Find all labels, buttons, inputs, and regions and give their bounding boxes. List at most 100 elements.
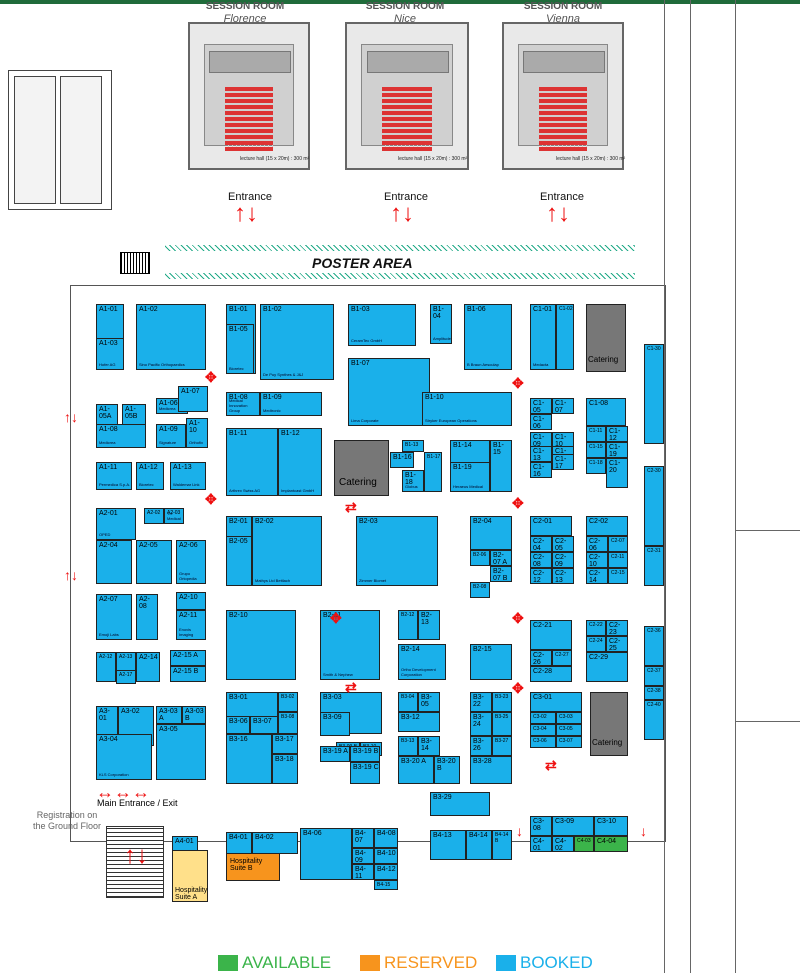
booth[interactable]: A2-15 A	[170, 650, 206, 666]
booth[interactable]: C2-36	[644, 626, 664, 666]
booth[interactable]: B4-01	[226, 832, 252, 854]
booth[interactable]: C2-12	[530, 568, 552, 584]
booth[interactable]: A3-03 B	[182, 706, 206, 724]
booth[interactable]: B4-06	[300, 828, 352, 880]
booth[interactable]: B3-05	[418, 692, 440, 712]
booth[interactable]: C2-04	[530, 536, 552, 552]
booth[interactable]: C1-18	[586, 458, 606, 474]
booth[interactable]: C2-31	[644, 546, 664, 586]
booth[interactable]: B1-16	[390, 452, 414, 468]
booth[interactable]: B2-07 A	[490, 550, 512, 566]
booth[interactable]: A2-10	[176, 592, 206, 610]
booth[interactable]: C2-06	[586, 536, 608, 552]
booth[interactable]: A2-17	[116, 670, 136, 684]
booth[interactable]: B4-12	[374, 864, 398, 880]
booth[interactable]: C2-30	[644, 466, 664, 546]
booth[interactable]: C2-28	[530, 666, 572, 682]
booth[interactable]: C2-09	[552, 552, 574, 568]
booth[interactable]: B3-20 B	[434, 756, 460, 784]
booth[interactable]: B3-20 A	[398, 756, 434, 784]
booth[interactable]: C1-19	[606, 442, 628, 458]
booth[interactable]: C2-27	[552, 650, 572, 666]
booth[interactable]: B3-17	[272, 734, 298, 754]
booth[interactable]: B3-07	[250, 716, 278, 734]
booth[interactable]: C1-16	[530, 462, 552, 478]
booth[interactable]: C2-21	[530, 620, 572, 650]
booth[interactable]: B4-08	[374, 828, 398, 848]
booth[interactable]: C3-06	[530, 736, 556, 748]
booth[interactable]: C1-12	[606, 426, 628, 442]
booth[interactable]: B3-13	[398, 736, 418, 756]
booth[interactable]: B4-14	[466, 830, 492, 860]
booth[interactable]: B2-13	[418, 610, 440, 640]
booth[interactable]: C3-08	[530, 816, 552, 836]
booth[interactable]: B3-16	[226, 734, 272, 784]
booth[interactable]: C2-05	[552, 536, 574, 552]
booth[interactable]: B3-22	[470, 692, 492, 712]
booth[interactable]: B1-13	[402, 440, 424, 452]
booth[interactable]: C1-15	[586, 442, 606, 458]
booth[interactable]: A3-03 A	[156, 706, 182, 724]
booth[interactable]: C2-07	[608, 536, 628, 552]
booth[interactable]: B4-10	[374, 848, 398, 864]
booth[interactable]: B4-14 B	[492, 830, 512, 860]
booth[interactable]: C4-02	[552, 836, 574, 852]
booth[interactable]: B3-06	[226, 716, 250, 734]
booth[interactable]: B3-02	[278, 692, 298, 712]
booth[interactable]: C4-03	[574, 836, 594, 852]
booth[interactable]: B4-07	[352, 828, 374, 848]
booth[interactable]: B3-12	[398, 712, 440, 732]
booth[interactable]: B3-09	[320, 712, 350, 736]
booth[interactable]: C2-25	[606, 636, 628, 652]
booth[interactable]: C2-10	[586, 552, 608, 568]
booth[interactable]: A2-15 B	[170, 666, 206, 682]
booth[interactable]: B3-18	[272, 754, 298, 784]
booth[interactable]: C2-15	[608, 568, 628, 584]
booth[interactable]: B2-04	[470, 516, 512, 550]
booth[interactable]: B1-15	[490, 440, 512, 492]
booth[interactable]: C1-10	[552, 432, 574, 448]
booth[interactable]: C1-05	[530, 398, 552, 414]
booth[interactable]: A2-04	[96, 540, 132, 584]
booth[interactable]: C1-06	[530, 414, 552, 430]
booth[interactable]: B4-09	[352, 848, 374, 864]
booth[interactable]: C1-30	[644, 344, 664, 444]
booth[interactable]: C2-37	[644, 666, 664, 686]
booth[interactable]: A2-08	[136, 594, 158, 640]
booth[interactable]: C2-23	[606, 620, 628, 636]
booth[interactable]: B1-17	[424, 452, 442, 492]
booth[interactable]: B3-19 B	[350, 746, 380, 762]
booth[interactable]: B3-04	[398, 692, 418, 712]
booth[interactable]: A3-05	[156, 724, 206, 780]
booth[interactable]: B3-24	[470, 712, 492, 736]
booth[interactable]: C2-38	[644, 686, 664, 700]
booth[interactable]: C2-13	[552, 568, 574, 584]
booth[interactable]: C2-02	[586, 516, 628, 536]
booth[interactable]: B2-07 B	[490, 566, 512, 582]
booth[interactable]: C1-17	[552, 454, 574, 470]
